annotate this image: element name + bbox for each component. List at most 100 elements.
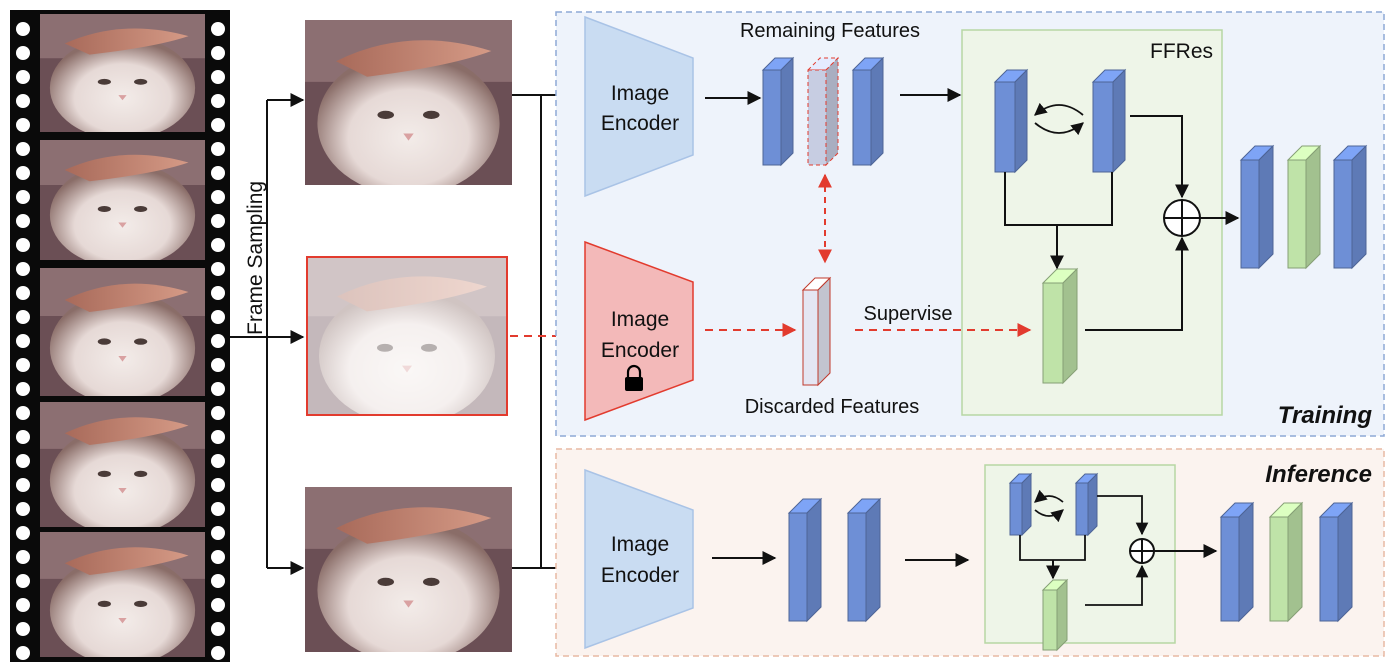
- sprocket-hole: [16, 118, 30, 132]
- svg-text:Encoder: Encoder: [601, 339, 679, 362]
- film-frame-1: [40, 14, 205, 132]
- residual-up-arrow-training: [1085, 236, 1189, 331]
- sprocket-hole: [16, 382, 30, 396]
- film-frame-4: [40, 402, 205, 527]
- sprocket-hole: [16, 310, 30, 324]
- output-features-training: [1239, 144, 1368, 270]
- image-encoder-frozen: Image Encoder: [584, 240, 694, 422]
- skip-arrow-inference: [1097, 495, 1149, 536]
- sprocket-hole: [16, 46, 30, 60]
- sprocket-hole: [211, 406, 225, 420]
- sprocket-hole: [211, 190, 225, 204]
- frame-sampling-arrows: [230, 93, 305, 575]
- sprocket-hole: [16, 286, 30, 300]
- inference-features: [787, 497, 882, 623]
- sprocket-hole: [211, 550, 225, 564]
- sprocket-hole: [16, 550, 30, 564]
- svg-text:Image: Image: [611, 533, 669, 556]
- ffres-feature-block-right: [1091, 68, 1127, 174]
- sprocket-hole: [16, 214, 30, 228]
- missing-feature-slot: [806, 56, 840, 167]
- sprocket-hole: [211, 598, 225, 612]
- sprocket-hole: [211, 238, 225, 252]
- skip-arrow-training: [1130, 115, 1189, 199]
- sprocket-hole: [211, 502, 225, 516]
- sprocket-hole: [211, 478, 225, 492]
- sprocket-hole: [16, 430, 30, 444]
- sprocket-hole: [16, 526, 30, 540]
- merge-line-training: [1004, 172, 1113, 226]
- svg-text:Encoder: Encoder: [601, 112, 679, 135]
- training-label: Training: [1278, 402, 1373, 429]
- sampled-frame-top: [305, 20, 512, 185]
- sprocket-hole: [211, 166, 225, 180]
- svg-text:Encoder: Encoder: [601, 564, 679, 587]
- sprocket-hole: [211, 310, 225, 324]
- sprocket-hole: [16, 190, 30, 204]
- film-frame-3: [40, 268, 205, 396]
- sprocket-hole: [16, 262, 30, 276]
- sprocket-hole: [211, 358, 225, 372]
- image-encoder-training: Image Encoder: [584, 15, 694, 198]
- remaining-features: [761, 56, 885, 167]
- sprocket-hole: [211, 382, 225, 396]
- lock-icon: [625, 364, 643, 391]
- discarded-features-label: Discarded Features: [745, 396, 920, 418]
- inference-label: Inference: [1265, 461, 1372, 488]
- output-feature-block-3: [1332, 144, 1368, 270]
- remaining-feature-block-1: [761, 56, 795, 167]
- sampled-frame-bottom: [305, 487, 512, 652]
- remaining-features-label: Remaining Features: [740, 20, 920, 42]
- ffres-inf-block-left: [1008, 472, 1033, 537]
- sprocket-hole: [16, 502, 30, 516]
- sprocket-hole: [211, 286, 225, 300]
- svg-text:Image: Image: [611, 308, 669, 331]
- inference-feature-block-1: [787, 497, 823, 623]
- sprocket-hole: [211, 262, 225, 276]
- film-frame-2: [40, 140, 205, 260]
- inference-output-block-2: [1268, 501, 1304, 623]
- ffres-internals-training: [993, 68, 1240, 385]
- sprocket-hole: [16, 454, 30, 468]
- svg-text:Image: Image: [611, 82, 669, 105]
- sprocket-hole: [211, 454, 225, 468]
- sprocket-hole: [16, 70, 30, 84]
- ffres-inf-block-right: [1074, 472, 1099, 537]
- sprocket-hole: [211, 70, 225, 84]
- output-features-inference: [1219, 501, 1354, 623]
- sprocket-hole: [211, 214, 225, 228]
- sprocket-hole: [16, 94, 30, 108]
- swap-arrows-training: [1034, 102, 1084, 136]
- sprocket-hole: [211, 430, 225, 444]
- ffres-inf-residual-block: [1041, 578, 1069, 652]
- ffres-label: FFRes: [1150, 40, 1213, 63]
- residual-up-arrow-inference: [1085, 564, 1149, 606]
- sprocket-hole: [16, 622, 30, 636]
- sprocket-hole: [16, 334, 30, 348]
- discarded-feature-block: [801, 276, 832, 387]
- sprocket-hole: [16, 358, 30, 372]
- sprocket-hole: [211, 622, 225, 636]
- sprocket-hole: [211, 646, 225, 660]
- sprocket-hole: [16, 646, 30, 660]
- output-feature-block-2: [1286, 144, 1322, 270]
- image-encoder-inference: Image Encoder: [584, 468, 694, 650]
- sprocket-hole: [16, 406, 30, 420]
- sprocket-hole: [211, 334, 225, 348]
- swap-arrows-inference: [1034, 489, 1064, 523]
- remaining-feature-block-2: [851, 56, 885, 167]
- sprocket-hole: [211, 142, 225, 156]
- sprocket-hole: [211, 574, 225, 588]
- sprocket-hole: [211, 94, 225, 108]
- sprocket-hole: [211, 22, 225, 36]
- sprocket-hole: [16, 598, 30, 612]
- inference-output-block-3: [1318, 501, 1354, 623]
- sprocket-hole: [211, 46, 225, 60]
- ffres-residual-block: [1041, 267, 1079, 385]
- output-feature-block-1: [1239, 144, 1275, 270]
- sprocket-hole: [16, 142, 30, 156]
- plus-circle-icon: [1163, 199, 1201, 237]
- frame-sampling-label: Frame Sampling: [244, 181, 267, 335]
